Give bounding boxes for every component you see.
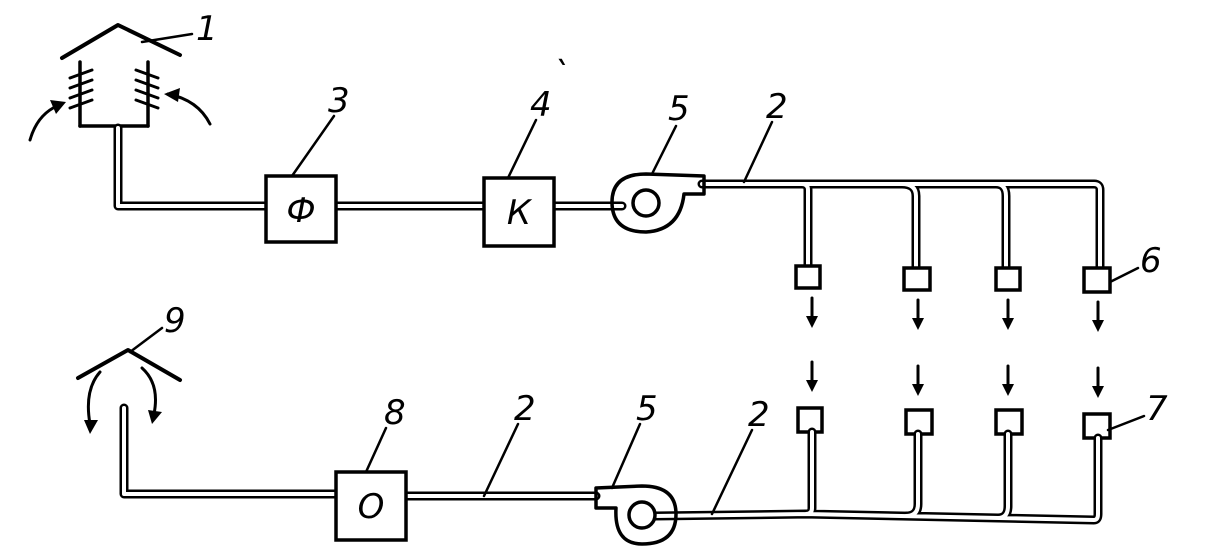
heater-box: К (482, 176, 556, 248)
label-exhaust-hood: 9 (164, 301, 186, 341)
label-exhaust-unit: 8 (384, 393, 406, 433)
label-exhaust-duct-mid: 2 (514, 389, 536, 429)
supply-diffusers (794, 264, 1112, 294)
filter-box: Ф (264, 174, 338, 244)
intake-arrow-right (164, 88, 212, 126)
leader-lines (128, 32, 1146, 516)
exhaust-unit-symbol: О (358, 487, 385, 527)
label-filter: 3 (328, 81, 350, 121)
flow-arrows (806, 296, 1104, 398)
exhaust-hood (76, 348, 182, 434)
heater-tick-mark: ` (552, 55, 569, 95)
exhaust-unit-box: О (334, 470, 408, 542)
supply-duct (113, 123, 1105, 273)
heater-symbol: К (507, 193, 533, 233)
exhaust-fan (594, 484, 678, 546)
label-supply-diffuser: 6 (1140, 241, 1162, 281)
label-exhaust-duct-right: 2 (748, 395, 770, 435)
supply-fan (610, 172, 706, 234)
label-supply-fan: 5 (668, 89, 690, 129)
label-supply-duct: 2 (766, 87, 788, 127)
filter-symbol: Ф (286, 191, 315, 231)
intake-hood (60, 23, 182, 128)
label-intake-hood: 1 (196, 9, 218, 49)
label-exhaust-grille: 7 (1146, 389, 1168, 429)
intake-arrow-left (28, 100, 66, 142)
exhaust-grilles (796, 406, 1112, 440)
exhaust-duct (119, 403, 1103, 525)
label-heater: 4 (530, 85, 552, 125)
label-exhaust-fan: 5 (636, 389, 658, 429)
